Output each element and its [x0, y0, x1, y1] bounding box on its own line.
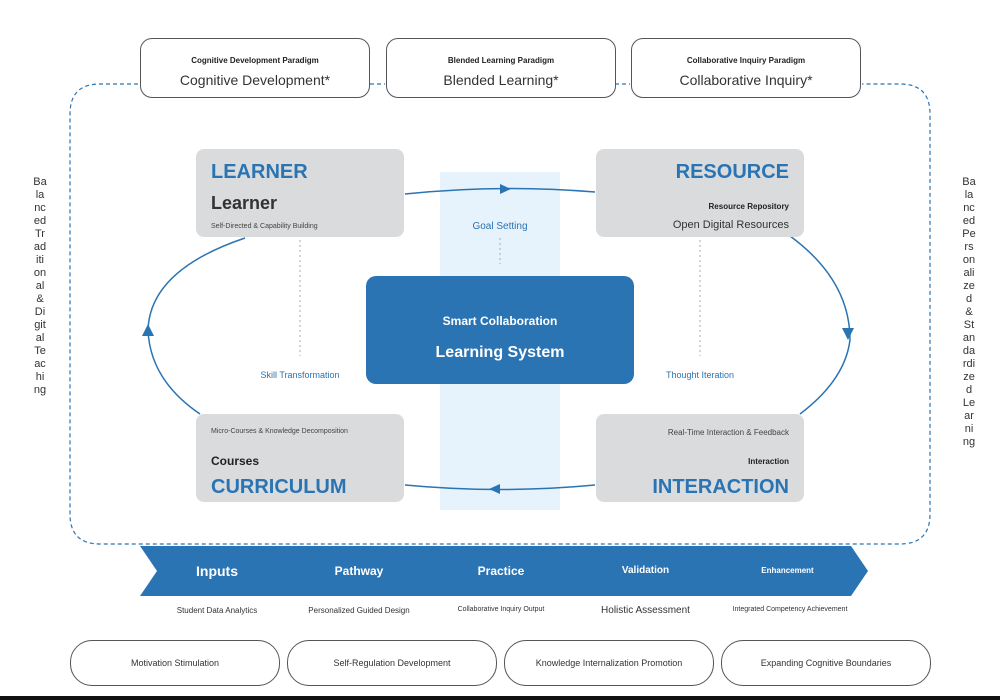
outcome-self-regulation: Self-Regulation Development — [287, 640, 497, 686]
skill-transformation-label: Skill Transformation — [260, 370, 340, 380]
paradigm-subtitle: Collaborative Inquiry* — [679, 72, 813, 88]
stage-desc-enhancement: Integrated Competency Achievement — [732, 606, 848, 613]
side-label-left: Balanced Traditional & Digital Teaching — [33, 176, 47, 396]
learner-caps: LEARNER — [211, 161, 308, 183]
paradigm-title: Cognitive Development Paradigm — [191, 56, 319, 65]
goal-setting-label: Goal Setting — [472, 221, 528, 232]
center-line-2: Learning System — [435, 344, 565, 361]
stage-desc-practice: Collaborative Inquiry Output — [457, 606, 545, 613]
stage-inputs: Inputs — [196, 563, 238, 579]
outcome-motivation: Motivation Stimulation — [70, 640, 280, 686]
stage-validation: Validation — [621, 565, 670, 576]
chevron-pathway — [282, 546, 442, 596]
paradigm-title: Blended Learning Paradigm — [447, 56, 555, 65]
stage-pathway: Pathway — [334, 564, 384, 578]
arrow-right-top — [500, 184, 511, 194]
outcome-cognitive-boundaries: Expanding Cognitive Boundaries — [721, 640, 931, 686]
curriculum-top: Micro-Courses & Knowledge Decomposition — [211, 428, 348, 435]
stage-enhancement: Enhancement — [761, 566, 814, 575]
paradigm-title: Collaborative Inquiry Paradigm — [686, 56, 806, 65]
side-label-right: Balanced Personalized & Standardized Lea… — [962, 176, 976, 448]
bottom-rule — [0, 696, 1000, 700]
center-system: Smart Collaboration Learning System — [366, 276, 634, 384]
interaction-node: Real-Time Interaction & Feedback Interac… — [596, 414, 804, 502]
stage-desc-validation: Holistic Assessment — [601, 605, 690, 616]
chevron-enhancement — [708, 546, 868, 596]
learner-title: Learner — [211, 193, 278, 213]
outcome-knowledge: Knowledge Internalization Promotion — [504, 640, 714, 686]
paradigm-subtitle: Blended Learning* — [443, 72, 559, 88]
interaction-top: Real-Time Interaction & Feedback — [667, 428, 789, 437]
resource-title: Resource Repository — [708, 202, 789, 211]
learner-desc: Self-Directed & Capability Building — [211, 223, 318, 230]
stage-desc-pathway: Personalized Guided Design — [308, 606, 410, 615]
resource-caps: RESOURCE — [675, 161, 789, 183]
cycle-arc-left — [147, 237, 246, 415]
thought-iteration-label: Thought Iteration — [665, 370, 735, 380]
paradigm-cognitive: Cognitive Development Paradigm Cognitive… — [140, 38, 370, 98]
arrow-up-left — [142, 324, 154, 336]
interaction-title: Interaction — [748, 457, 789, 466]
dashed-frame — [69, 83, 931, 545]
curriculum-title: Courses — [211, 454, 260, 468]
paradigm-collaborative: Collaborative Inquiry Paradigm Collabora… — [631, 38, 861, 98]
paradigm-blended: Blended Learning Paradigm Blended Learni… — [386, 38, 616, 98]
curriculum-caps: CURRICULUM — [211, 476, 347, 498]
stage-practice: Practice — [477, 564, 525, 578]
paradigm-subtitle: Cognitive Development* — [179, 72, 331, 88]
arrow-down-right — [842, 328, 854, 340]
interaction-caps: INTERACTION — [652, 476, 789, 498]
resource-desc: Open Digital Resources — [672, 219, 789, 231]
learner-node: LEARNER Learner Self-Directed & Capabili… — [196, 149, 404, 237]
center-line-1: Smart Collaboration — [442, 314, 558, 328]
cycle-arc-right — [789, 235, 851, 415]
arrow-left-bottom — [489, 484, 500, 494]
curriculum-node: Micro-Courses & Knowledge Decomposition … — [196, 414, 404, 502]
chevron-practice — [424, 546, 584, 596]
stage-desc-inputs: Student Data Analytics — [176, 606, 258, 615]
chevron-inputs — [140, 546, 300, 596]
chevron-validation — [566, 546, 726, 596]
resource-node: RESOURCE Resource Repository Open Digita… — [596, 149, 804, 237]
